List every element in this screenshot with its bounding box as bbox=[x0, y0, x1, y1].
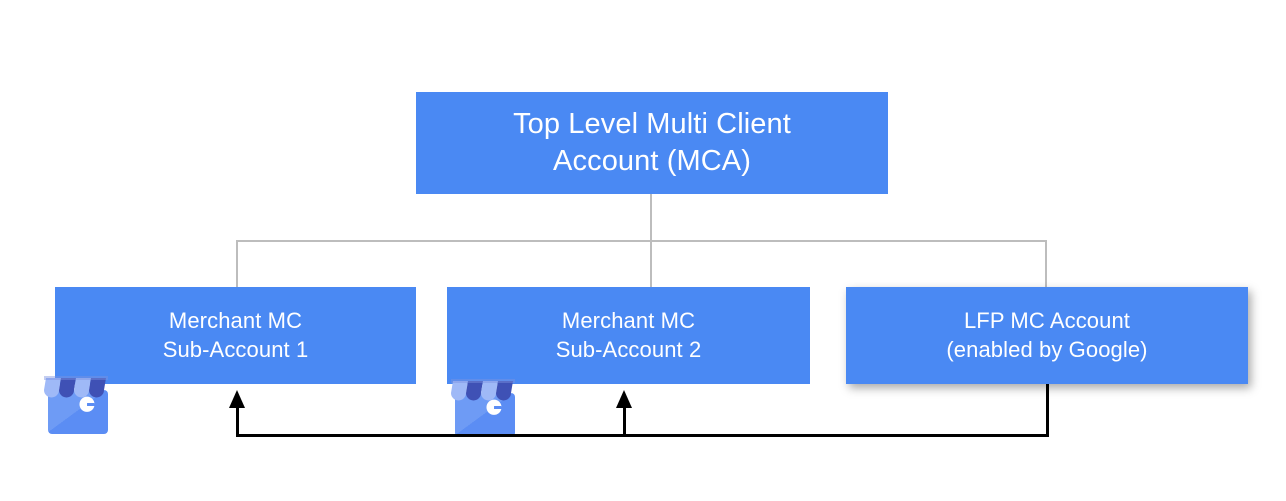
connector-drop-lfp bbox=[1045, 240, 1047, 288]
flow-connector-to-sub1 bbox=[236, 404, 239, 436]
connector-mca-stem bbox=[650, 194, 652, 242]
flow-connector-bus bbox=[236, 434, 1049, 437]
flow-connector-from-lfp bbox=[1046, 384, 1049, 436]
connector-drop-sub2 bbox=[650, 240, 652, 288]
node-merchant-mc-sub-account-1-label: Merchant MC Sub-Account 1 bbox=[162, 308, 309, 362]
connector-drop-sub1 bbox=[236, 240, 238, 288]
connector-tree-bus bbox=[236, 240, 1047, 242]
flow-connector-to-sub2 bbox=[623, 404, 626, 436]
google-my-business-icon: G bbox=[44, 376, 108, 434]
node-merchant-mc-sub-account-1: Merchant MC Sub-Account 1 bbox=[55, 287, 416, 384]
arrow-head-icon bbox=[616, 390, 632, 408]
node-merchant-mc-sub-account-2-label: Merchant MC Sub-Account 2 bbox=[555, 308, 702, 362]
arrow-head-icon bbox=[229, 390, 245, 408]
node-lfp-mc-account: LFP MC Account (enabled by Google) bbox=[846, 287, 1248, 384]
node-top-level-mca-label: Top Level Multi Client Account (MCA) bbox=[513, 107, 791, 177]
node-top-level-mca: Top Level Multi Client Account (MCA) bbox=[416, 92, 888, 194]
node-lfp-mc-account-label: LFP MC Account (enabled by Google) bbox=[946, 308, 1148, 362]
google-my-business-icon bbox=[451, 379, 515, 437]
node-merchant-mc-sub-account-2: Merchant MC Sub-Account 2 bbox=[447, 287, 810, 384]
